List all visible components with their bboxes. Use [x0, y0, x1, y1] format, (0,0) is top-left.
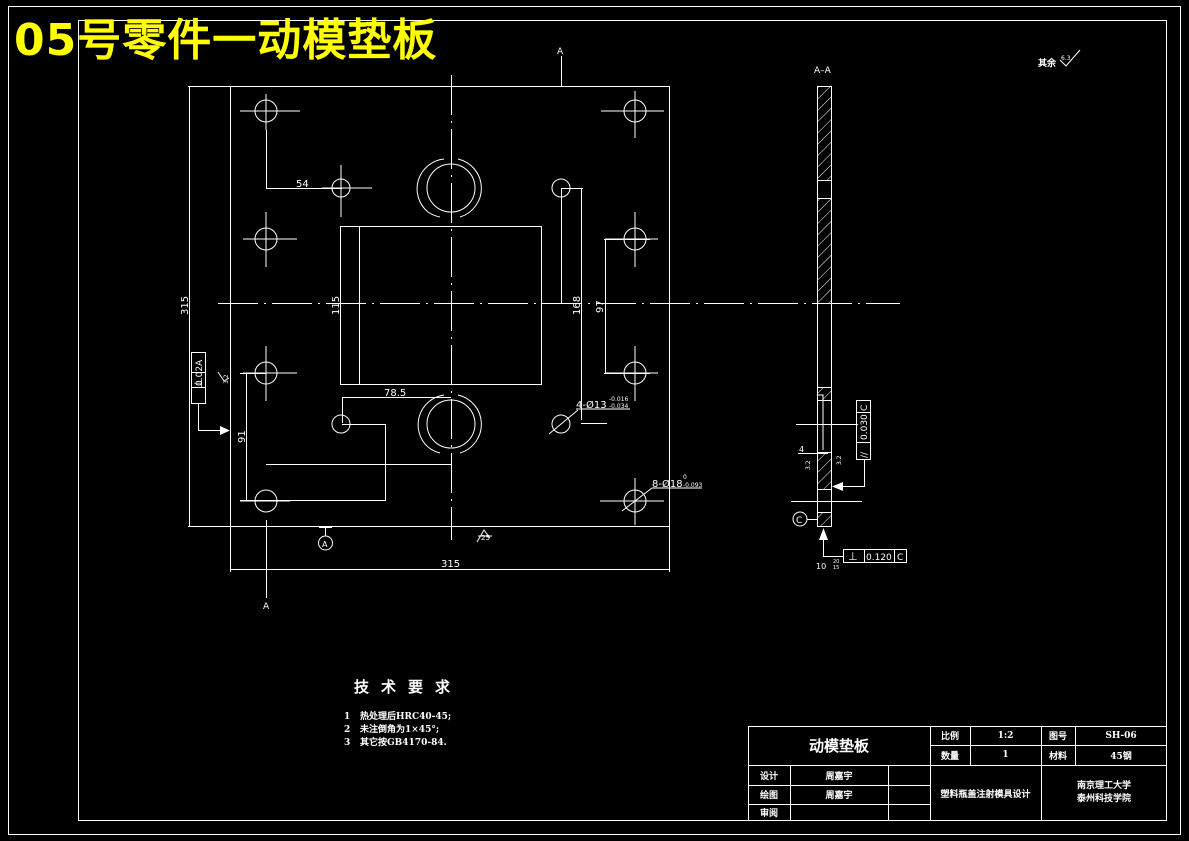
bolt-holes: [240, 91, 664, 525]
parallel-tol: 0.030: [860, 414, 870, 440]
hole-top-right: [601, 91, 664, 138]
design-label: 设计: [759, 771, 778, 782]
section-dim-4: 4: [799, 445, 804, 454]
tol-lower-d18: -0.093: [683, 482, 703, 489]
item-text: 未注倒角为1×45°;: [360, 725, 440, 735]
draw-label: 绘图: [759, 791, 778, 801]
hole-mid-left-lower: [243, 346, 297, 401]
dim-78-5: 78.5: [384, 388, 406, 399]
roughness-bottom: 25: [481, 534, 490, 542]
section-marker-top: A: [557, 47, 564, 57]
section-roughness-b: 3.2: [836, 455, 843, 465]
section-marker-bottom: A: [263, 602, 270, 612]
perp-tol-section: 0.120: [866, 553, 892, 563]
tech-item: 3 其它按GB4170-84.: [340, 737, 462, 750]
guide-bush-bottom: [417, 394, 482, 454]
dim-315-vertical: 315: [180, 296, 191, 315]
hole-callout-8-d18: 8-Ø18: [652, 478, 683, 490]
roughness-left: 3.2: [223, 374, 230, 384]
dim-315-horizontal: 315: [441, 559, 460, 570]
reviewer-name: [790, 804, 888, 821]
dim-115: 115: [331, 296, 342, 315]
item-text: 其它按GB4170-84.: [360, 738, 447, 748]
tol-lower-d13: -0.034: [609, 403, 629, 410]
material-value: 45钢: [1110, 751, 1132, 762]
item-number: 2: [344, 725, 351, 735]
small-hole-4: [548, 409, 579, 435]
hole-bottom-left: [240, 489, 290, 513]
tech-requirements-heading: 技术要求: [354, 678, 463, 696]
parallelism-frame: [832, 400, 871, 491]
tech-requirements: 技术要求 1 热处理后HRC40-45; 2 未注倒角为1×45°; 3 其它按GB4…: [340, 676, 462, 750]
section-label: A–A: [814, 66, 832, 76]
school: 南京理工大学 泰州科技学院: [1041, 765, 1167, 821]
scale-label: 比例: [940, 732, 959, 742]
drawing-title: 05号零件一动模垫板: [14, 15, 438, 66]
part-name: 动模垫板: [808, 737, 869, 755]
center-pocket: [340, 226, 542, 385]
plate-outline: [230, 86, 670, 527]
perp-symbol-front: ⊥: [192, 378, 205, 388]
title-block-grid: [748, 726, 1167, 821]
section-dim-10: 10: [816, 562, 826, 571]
title-block: 动模垫板 比例 1:2 图号 SH-06 数量 1 材料 45钢 设计 周嘉宇 …: [748, 726, 1167, 821]
guide-bush-top: [416, 158, 482, 218]
front-view: [188, 56, 900, 598]
hole-top-left: [240, 94, 300, 130]
outer-frame: [8, 6, 1181, 835]
dim-168: 168: [572, 296, 583, 315]
datum-a-symbol: [318, 535, 333, 551]
item-text: 热处理后HRC40-45;: [360, 712, 452, 722]
material-label: 材料: [1048, 751, 1067, 762]
drawing-no-value: SH-06: [1105, 730, 1137, 741]
tol-upper-d18: 0: [683, 474, 687, 481]
small-hole-2: [551, 178, 571, 198]
perp-datum-section: C: [897, 553, 903, 563]
perp-datum-front: A: [195, 359, 205, 366]
section-roughness-a: 3.2: [805, 460, 812, 470]
parallel-datum: C: [860, 405, 870, 411]
school-line1: 南京理工大学: [1076, 781, 1131, 791]
qty-label: 数量: [940, 751, 959, 762]
school-line2: 泰州科技学院: [1076, 794, 1131, 804]
drafter-name: 周嘉宇: [825, 791, 853, 801]
section-dim-20: 20: [833, 559, 839, 565]
item-number: 1: [344, 712, 351, 722]
item-number: 3: [344, 738, 351, 748]
hole-mid-right-upper: [605, 212, 658, 267]
perp-tol-front: 0.02: [195, 366, 205, 386]
small-hole-3: [331, 414, 351, 434]
hole-mid-left-upper: [243, 212, 297, 267]
dim-97: 97: [595, 300, 606, 313]
section-dim-15: 15: [833, 565, 839, 571]
perpendicularity-frame-front: [191, 352, 230, 435]
perp-symbol-section: ⊥: [848, 550, 858, 563]
perpendicularity-frame-section: [843, 549, 907, 563]
qty-value: 1: [1002, 750, 1009, 760]
tech-item: 2 未注倒角为1×45°;: [340, 724, 462, 737]
datum-c-letter: C: [796, 516, 802, 526]
dim-91: 91: [237, 430, 248, 443]
hole-mid-right-lower: [605, 346, 658, 401]
drawing-no-label: 图号: [1048, 732, 1067, 742]
review-label: 审阅: [759, 809, 778, 819]
inner-frame: [78, 20, 1167, 821]
tol-upper-d13: -0.016: [609, 396, 629, 403]
roughness-note-label: 其余: [1038, 57, 1057, 69]
tech-item: 1 热处理后HRC40-45;: [340, 711, 462, 724]
project-name: 塑料瓶盖注射模具设计: [940, 789, 1031, 800]
dim-54: 54: [296, 179, 309, 190]
designer-name: 周嘉宇: [825, 771, 853, 782]
parallel-symbol: //: [860, 451, 870, 458]
hole-callout-4-d13: 4-Ø13: [576, 399, 607, 411]
small-hole-1: [322, 165, 372, 217]
scale-value: 1:2: [997, 730, 1014, 741]
datum-a-letter: A: [322, 540, 328, 549]
section-view: [791, 86, 907, 563]
roughness-note-value: 6.3: [1061, 55, 1071, 62]
